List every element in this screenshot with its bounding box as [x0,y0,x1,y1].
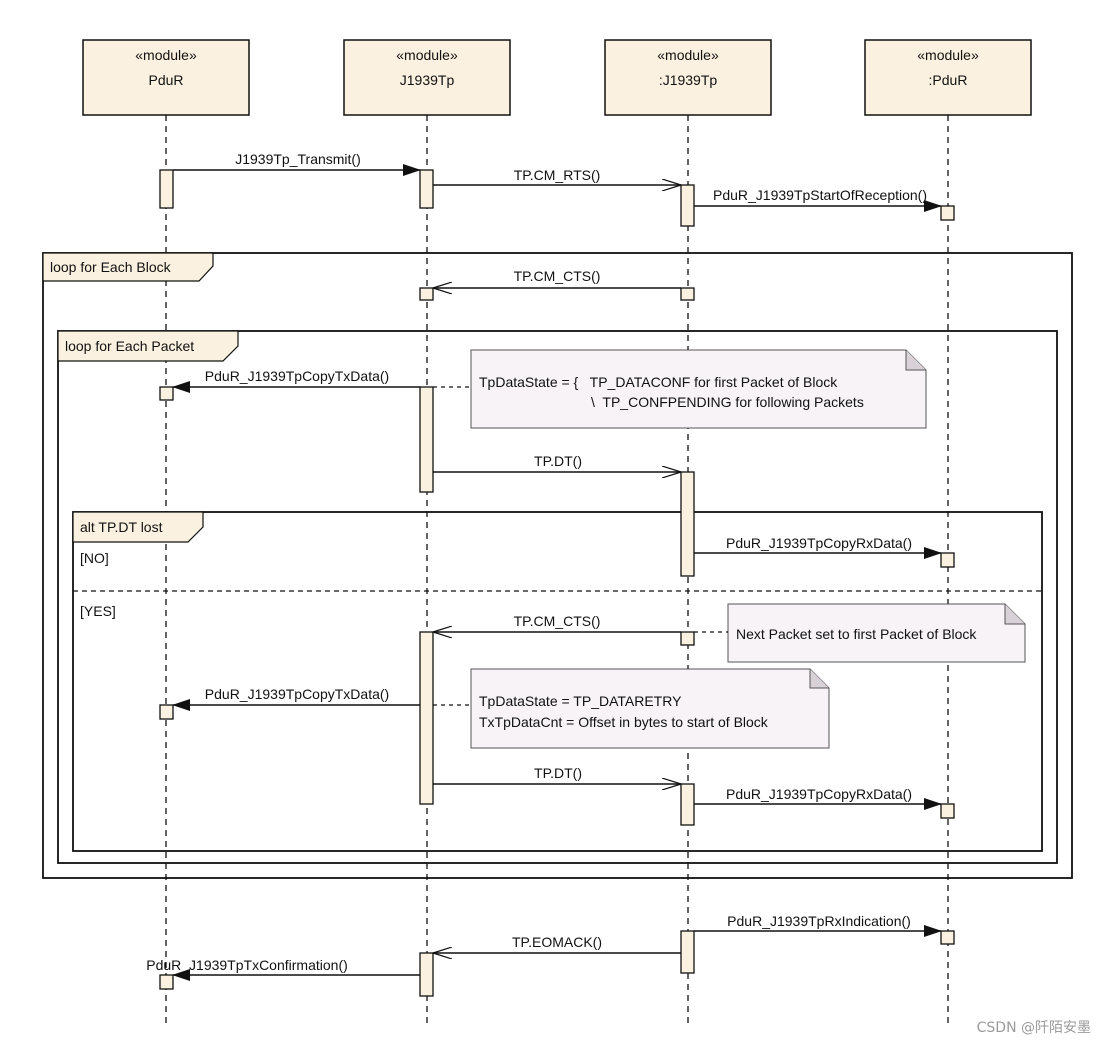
lifeline-head-j1939tp: «module» J1939Tp [343,39,511,116]
message-label-cm-rts: TP.CM_RTS() [514,167,601,183]
frame-label: loop for Each Block [50,259,172,275]
note-line: TpDataState = TP_DATARETRY [479,693,682,709]
activation-pdur-copytx [159,386,174,401]
lifeline-stereotype: «module» [917,47,979,63]
note-dataretry: TpDataState = TP_DATARETRY TxTpDataCnt =… [433,668,830,749]
lifeline-stereotype: «module» [135,47,197,63]
lifeline-name: :J1939Tp [659,72,718,88]
activation-pdur-copytx2 [159,704,174,720]
message-label-cm-cts-1: TP.CM_CTS() [514,268,601,284]
note-line: TpDataState = { TP_DATACONF for first Pa… [479,374,838,390]
message-label-transmit: J1939Tp_Transmit() [235,151,361,167]
note-next-packet: Next Packet set to first Packet of Block [694,603,1026,663]
frame-loop-block: loop for Each Block [42,252,1073,879]
lifeline-head-remote-j1939tp: «module» :J1939Tp [604,39,772,116]
message-label-copy-tx-2: PduR_J1939TpCopyTxData() [205,686,389,702]
lifeline-head-remote-pdur: «module» :PduR [864,39,1032,116]
activation-j1939tp-copytx [419,386,434,493]
message-label-copy-rx-2: PduR_J1939TpCopyRxData() [726,786,912,802]
frame-alt: alt TP.DT lost [NO] [YES] [72,511,1043,852]
lifeline-name: PduR [148,72,183,88]
note-line: Next Packet set to first Packet of Block [736,626,977,642]
watermark: CSDN @阡陌安墨 [977,1020,1091,1036]
activation-j1939tp-retry [419,631,434,805]
frame-label: loop for Each Packet [65,338,194,354]
guard-no: [NO] [80,550,109,566]
message-label-rx-indication: PduR_J1939TpRxIndication() [727,913,911,929]
note-datastate: TpDataState = { TP_DATACONF for first Pa… [433,349,927,429]
activation-remote-pdur-copyrx [940,552,955,568]
activation-remote-tp-rts [680,184,695,227]
message-label-cm-cts-2: TP.CM_CTS() [514,613,601,629]
activation-remote-tp-cts2 [680,631,695,646]
activation-j1939tp-transmit [419,169,434,209]
message-label-copy-rx-1: PduR_J1939TpCopyRxData() [726,535,912,551]
message-label-tx-confirmation: PduR_J1939TpTxConfirmation() [146,957,348,973]
message-label-eomack: TP.EOMACK() [512,934,602,950]
lifeline-head-pdur: «module» PduR [82,39,250,116]
activation-remote-pdur-sor [940,205,955,221]
lifeline-stereotype: «module» [657,47,719,63]
lifeline-name: J1939Tp [400,72,455,88]
activation-remote-tp-eomack [680,930,695,974]
activation-remote-tp-dt [680,471,695,577]
lifeline-stereotype: «module» [396,47,458,63]
message-label-dt-2: TP.DT() [534,765,582,781]
activation-pdur-txconf [159,974,174,990]
activation-j1939tp-cts [419,287,434,301]
lifeline-name: :PduR [929,72,968,88]
activation-remote-pdur-copyrx2 [940,803,955,819]
note-line: TxTpDataCnt = Offset in bytes to start o… [479,714,769,730]
activation-remote-pdur-rxind [940,930,955,945]
activations [159,169,955,997]
activation-j1939tp-eomack [419,952,434,997]
guard-yes: [YES] [80,603,116,619]
activation-remote-tp-dt2 [680,783,695,826]
lifelines [165,115,949,1025]
note-line: \ TP_CONFPENDING for following Packets [591,394,864,410]
message-label-copy-tx-1: PduR_J1939TpCopyTxData() [205,368,389,384]
frame-label: alt TP.DT lost [80,519,163,535]
activation-pdur-transmit [159,169,174,209]
message-label-dt-1: TP.DT() [534,453,582,469]
activation-remote-tp-cts [680,287,695,301]
frame-loop-packet: loop for Each Packet [57,330,1058,864]
messages [172,164,942,981]
message-label-start-of-reception: PduR_J1939TpStartOfReception() [713,187,927,203]
